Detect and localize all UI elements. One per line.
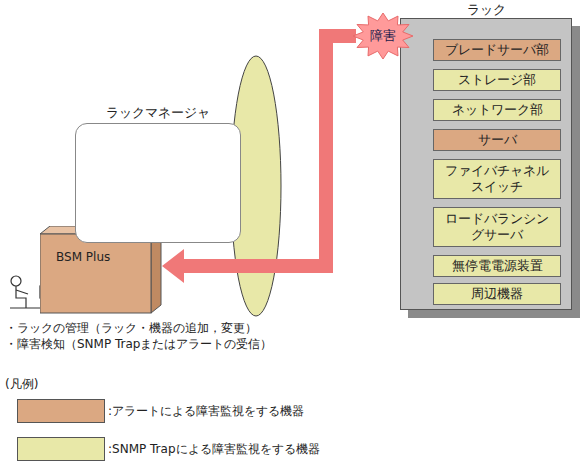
rack-unit: ネットワーク部 [433, 99, 561, 121]
unit-label: ストレージ部 [455, 72, 539, 88]
rack-unit: 周辺機器 [433, 283, 561, 305]
unit-label: ロードバランシン グサーバ [434, 211, 560, 243]
unit-label: ファイバチャネル スイッチ [434, 163, 560, 195]
burst-shape [352, 12, 414, 60]
node-title: ラックマネージャ [76, 104, 240, 122]
rack-unit: サーバ [433, 129, 561, 151]
note-text: ・障害検知（SNMP Trapまたはアラートの受信） [5, 336, 272, 353]
rack-manager-illustration [134, 130, 182, 234]
fault-arrow [162, 36, 356, 283]
legend-swatch [17, 399, 105, 423]
node-title: ラック [401, 1, 571, 19]
rack-unit: ロードバランシン グサーバ [433, 207, 561, 247]
bsm-plus-box: BSM Plus [40, 226, 162, 314]
fault-burst: 障害 [352, 12, 414, 60]
arrow-head [162, 249, 184, 283]
unit-label: ブレードサーバ部 [442, 42, 552, 58]
rack-unit: 無停電電源装置 [433, 255, 561, 277]
legend-heading: (凡例) [5, 376, 38, 393]
unit-label: 周辺機器 [468, 286, 526, 302]
note-text: ・ラックの管理（ラック・機器の追加，変更） [5, 320, 257, 337]
unit-label: ネットワーク部 [449, 102, 546, 118]
rack-unit: ストレージ部 [433, 69, 561, 91]
rack-unit: ブレードサーバ部 [433, 39, 561, 61]
unit-label: 無停電電源装置 [449, 258, 546, 274]
rack-manager-box: ラックマネージャ [75, 123, 241, 243]
legend-text: :アラートによる障害監視をする機器 [108, 403, 304, 420]
rack-unit: ファイバチャネル スイッチ [433, 159, 561, 199]
bsm-box-shape [40, 226, 162, 314]
legend-text: :SNMP Trapによる障害監視をする機器 [108, 441, 320, 458]
rack-shadow [408, 26, 580, 318]
operator-icon [10, 276, 56, 308]
network-ellipse [231, 56, 281, 316]
rack-box: ラックブレードサーバ部ストレージ部ネットワーク部サーバファイバチャネル スイッチ… [400, 18, 572, 310]
node-title: 障害 [370, 27, 396, 45]
arrow-shaft [184, 36, 356, 266]
unit-label: サーバ [475, 132, 520, 148]
legend-swatch [17, 437, 105, 461]
node-title: BSM Plus [56, 250, 110, 264]
